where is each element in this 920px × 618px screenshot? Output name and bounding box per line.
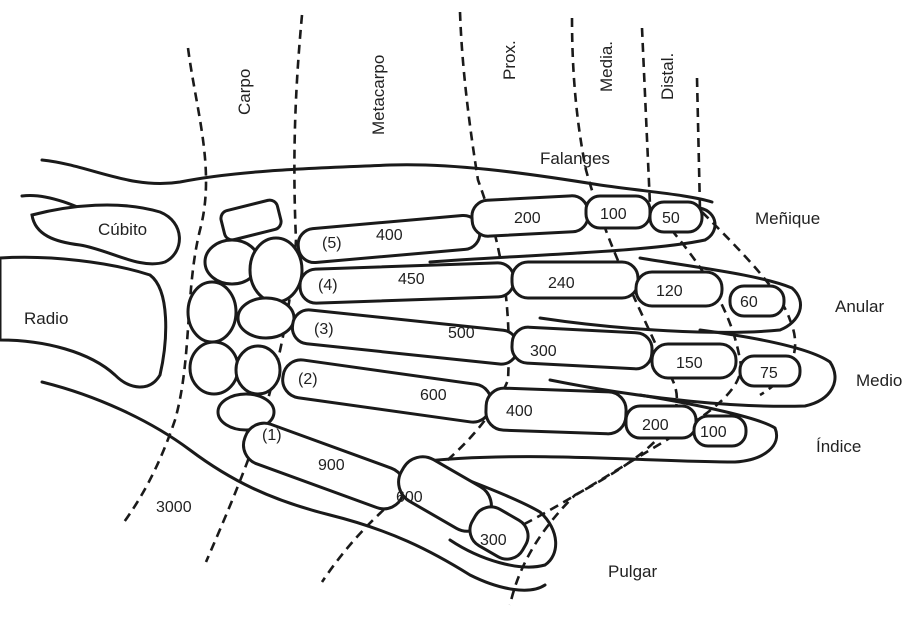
value-metacarpal-5: 400	[376, 227, 403, 244]
value-middle-5: 100	[600, 206, 627, 223]
finger-label-menique: Meñique	[755, 209, 820, 228]
value-metacarpal-3: 500	[448, 325, 475, 342]
index-label-3: (3)	[314, 321, 334, 338]
value-distal-2: 100	[700, 424, 727, 441]
carpal-bone	[219, 198, 283, 241]
value-proximal-4: 240	[548, 275, 575, 292]
cubito-label: Cúbito	[98, 220, 147, 239]
carpal-bone	[250, 238, 302, 302]
carpal-bones	[188, 198, 302, 430]
value-metacarpal-2: 600	[420, 387, 447, 404]
value-metacarpal-1: 900	[318, 457, 345, 474]
carpal-bone	[236, 346, 280, 394]
value-proximal-5: 200	[514, 210, 541, 227]
index-label-5: (5)	[322, 235, 342, 252]
forearm-bones	[0, 205, 179, 387]
zone-label-prox: Prox.	[500, 40, 519, 80]
carpal-bone	[188, 282, 236, 342]
finger-label-indice: Índice	[816, 437, 861, 456]
index-label-1: (1)	[262, 427, 282, 444]
zone-label-media: Media.	[597, 41, 616, 92]
value-middle-4: 120	[656, 283, 683, 300]
zone-labels: Carpo Metacarpo Prox. Media. Distal. Fal…	[235, 40, 677, 168]
value-proximal-1: 600	[396, 489, 423, 506]
value-middle-3: 150	[676, 355, 703, 372]
finger-label-medio: Medio	[856, 371, 902, 390]
value-proximal-3: 300	[530, 343, 557, 360]
wrist-value-label: 3000	[156, 499, 192, 516]
carpal-bone	[238, 298, 294, 338]
zone-label-distal: Distal.	[658, 53, 677, 100]
value-distal-5: 50	[662, 210, 680, 227]
value-distal-3: 75	[760, 365, 778, 382]
value-proximal-2: 400	[506, 403, 533, 420]
value-metacarpal-4: 450	[398, 271, 425, 288]
metacarpal-2	[280, 358, 493, 425]
boundary-proximal-media	[510, 18, 677, 605]
value-distal-1: 300	[480, 532, 507, 549]
proximal-phalanx-4	[512, 262, 638, 298]
zone-label-falanges: Falanges	[540, 149, 610, 168]
zone-label-metacarpo: Metacarpo	[369, 55, 388, 135]
index-label-4: (4)	[318, 277, 338, 294]
finger-label-pulgar: Pulgar	[608, 562, 657, 581]
finger-labels: Meñique Anular Medio Índice Pulgar	[608, 209, 902, 581]
finger-label-anular: Anular	[835, 297, 884, 316]
index-label-2: (2)	[298, 371, 318, 388]
value-middle-2: 200	[642, 417, 669, 434]
radio-label: Radio	[24, 309, 68, 328]
zone-label-carpo: Carpo	[235, 69, 254, 115]
carpal-bone	[190, 342, 238, 394]
value-distal-4: 60	[740, 294, 758, 311]
